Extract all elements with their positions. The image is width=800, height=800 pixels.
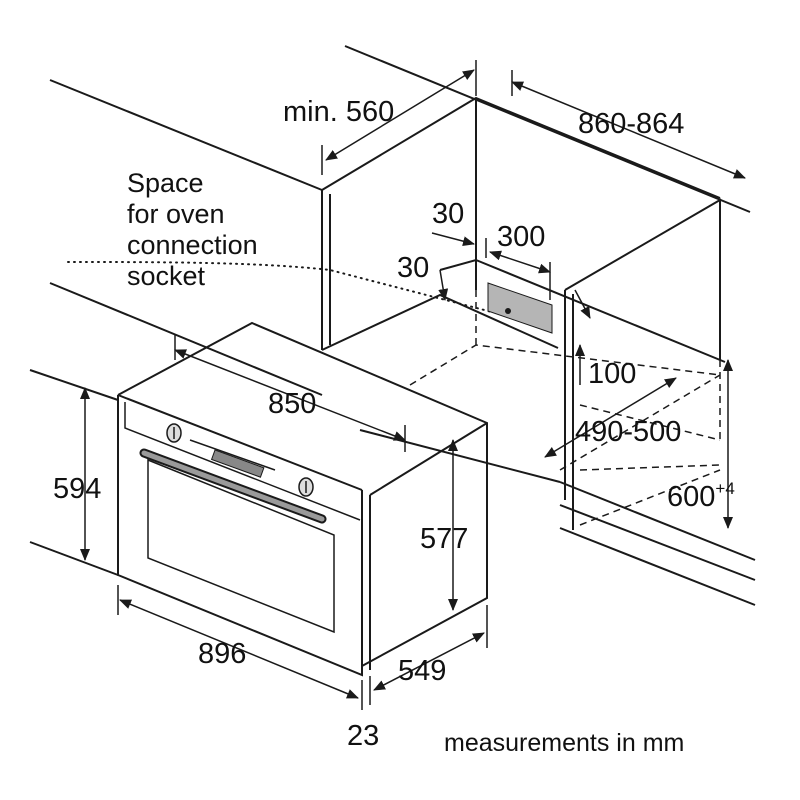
dimension-lines <box>80 60 746 710</box>
socket-note-line-1: Space <box>127 168 204 198</box>
oven <box>117 321 488 677</box>
dim-niche-depth: min. 560 <box>283 96 395 128</box>
oven-knob-right <box>298 477 314 497</box>
dim-niche-width: 860-864 <box>578 108 685 140</box>
dim-socket-width: 300 <box>497 221 546 253</box>
dim-oven-front-height: 594 <box>53 473 102 505</box>
socket-note-line-4: socket <box>127 261 206 291</box>
dim-socket-clearance: 100 <box>588 358 637 390</box>
dim-niche-height: 600 <box>667 481 716 513</box>
dim-socket-offset-top: 30 <box>397 252 430 284</box>
connection-socket-area <box>487 282 553 334</box>
socket-note-line-2: for oven <box>127 199 225 229</box>
socket-space-note: Space for oven connection socket <box>127 168 258 292</box>
dim-niche-height-group: 600+4 <box>667 480 735 512</box>
dim-oven-body-height: 577 <box>420 523 469 555</box>
dim-oven-top-depth: 850 <box>268 388 317 420</box>
socket-note-line-3: connection <box>127 230 258 260</box>
dim-niche-inner-depth: 490-500 <box>575 416 682 448</box>
dim-socket-offset-side: 30 <box>432 198 465 230</box>
dim-niche-height-tolerance: +4 <box>715 479 735 498</box>
socket-point <box>505 308 511 314</box>
oven-knob-left <box>166 423 182 443</box>
dim-oven-front-width: 896 <box>198 638 247 670</box>
units-caption: measurements in mm <box>444 729 685 757</box>
dim-oven-body-depth: 549 <box>398 655 447 687</box>
dim-front-panel-thickness: 23 <box>347 720 380 752</box>
